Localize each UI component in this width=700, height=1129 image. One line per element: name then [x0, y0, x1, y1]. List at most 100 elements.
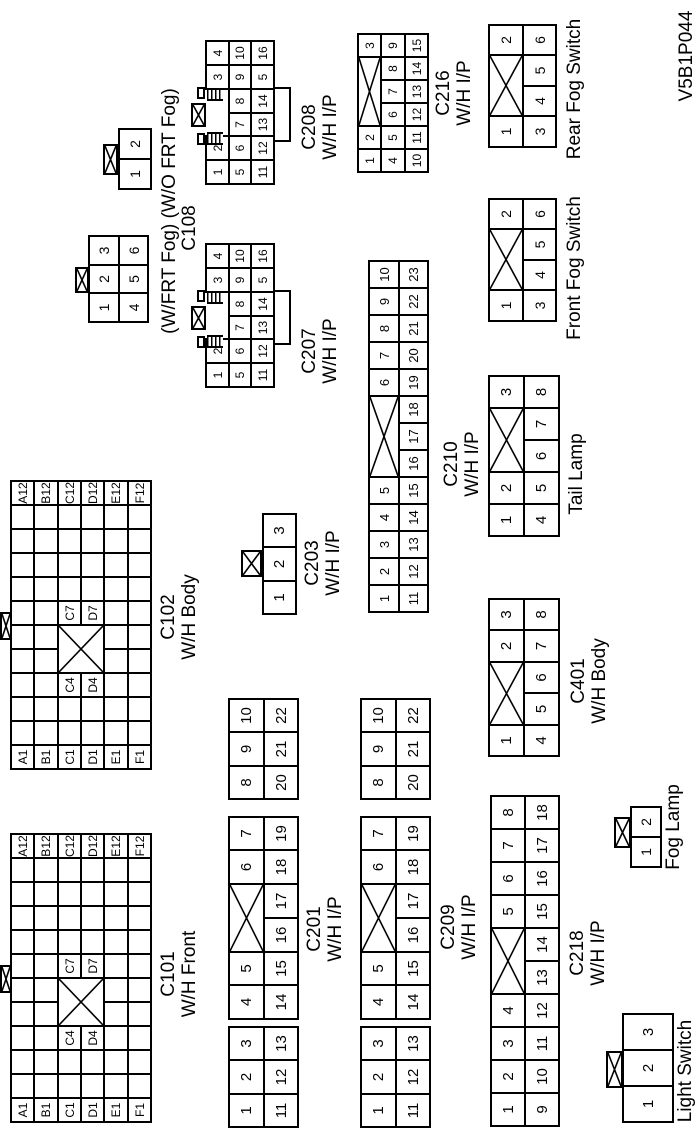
bracket-icon	[273, 87, 291, 142]
pin-cell	[103, 720, 129, 746]
pin-cell: 19	[398, 368, 429, 397]
pin-cell	[80, 576, 105, 602]
blocked-pin-x-icon	[362, 885, 395, 951]
pin-cell	[103, 905, 129, 931]
pin-cell: 9	[228, 64, 252, 90]
pin-cell: 23	[398, 260, 429, 289]
pin-cell	[103, 528, 129, 554]
pin-cell: 3	[522, 115, 557, 148]
pin-cell	[57, 905, 82, 931]
pin-cell: D7	[80, 953, 105, 979]
pin-cell: 8	[360, 765, 397, 800]
clip-hatch-icon	[207, 291, 223, 304]
pin-cell: D7	[80, 600, 105, 626]
pin-cell: 13	[250, 112, 275, 137]
pin-cell: C12	[57, 480, 82, 506]
pin-cell: 17	[524, 828, 560, 863]
pin-cell: 6	[522, 198, 557, 230]
pin-cell: 14	[263, 984, 299, 1020]
pin-cell	[33, 720, 59, 746]
pin-cell: 11	[250, 362, 275, 388]
pin-cell: 4	[118, 292, 149, 323]
pin-cell: 10	[360, 698, 397, 733]
pin-cell: 2	[490, 1059, 526, 1094]
pin-cell	[33, 1001, 59, 1027]
pin-cell	[80, 857, 105, 883]
pin-cell: F12	[127, 480, 152, 506]
pin-cell: F1	[127, 744, 152, 770]
blocked-pin-x-icon	[77, 269, 87, 291]
pin-cell: 5	[522, 54, 557, 87]
blocked-pin-x-icon	[105, 146, 116, 173]
pin-cell	[80, 905, 105, 931]
pin-cell	[10, 1025, 35, 1051]
pin-cell: E12	[103, 833, 129, 859]
pin-cell: 14	[250, 88, 275, 114]
pin-cell	[80, 528, 105, 554]
pin-cell: 15	[524, 894, 560, 929]
label-line: W/H I/P	[588, 920, 609, 986]
label-line: W/H I/P	[459, 894, 480, 960]
clip-hatch-icon	[207, 132, 223, 145]
pin-cell	[103, 672, 129, 698]
label-line: W/H I/P	[454, 60, 475, 126]
blocked-pin-x-icon	[59, 979, 103, 1025]
pin-cell	[57, 1073, 82, 1099]
pin-cell: 4	[205, 243, 230, 269]
pin-cell: 6	[490, 861, 526, 896]
blocked-cell	[368, 395, 400, 478]
pin-cell	[33, 528, 59, 554]
pin-cell	[33, 953, 59, 979]
label-line: W/H I/P	[462, 431, 483, 497]
pin-cell	[10, 504, 35, 530]
pin-cell: 3	[360, 1026, 397, 1061]
pin-cell: 5	[360, 951, 397, 986]
pin-cell: 2	[488, 471, 525, 505]
label-line: C218	[567, 930, 588, 976]
pin-cell: 18	[524, 795, 560, 830]
pin-cell	[127, 552, 152, 578]
pin-cell	[10, 881, 35, 907]
pin-cell: F12	[127, 833, 152, 859]
pin-cell: 5	[250, 267, 275, 293]
pin-cell: 18	[395, 849, 431, 885]
pin-cell	[127, 953, 152, 979]
pin-cell: 4	[380, 148, 406, 173]
pin-cell: 3	[522, 289, 557, 322]
pin-cell	[10, 624, 35, 650]
pin-cell	[10, 929, 35, 955]
pin-cell	[33, 905, 59, 931]
pin-cell: 15	[395, 951, 431, 986]
pin-cell: 5	[523, 692, 560, 726]
pin-cell: 4	[523, 503, 560, 537]
pin-cell	[57, 1049, 82, 1075]
blocked-pin-x-icon	[193, 308, 204, 328]
pin-cell: D4	[80, 672, 105, 698]
pin-cell: 2	[88, 264, 120, 294]
pin-cell	[127, 881, 152, 907]
pin-cell	[127, 1073, 152, 1099]
pin-cell: 22	[398, 287, 429, 316]
pin-cell	[57, 857, 82, 883]
pin-cell	[57, 881, 82, 907]
pin-cell: 2	[622, 1049, 674, 1087]
blocked-pin-x-icon	[2, 967, 10, 991]
pin-cell	[33, 648, 59, 674]
pin-cell: 3	[368, 530, 400, 559]
pin-cell: D1	[80, 1097, 105, 1123]
label-line: W/H Body	[179, 574, 200, 660]
pin-cell: 1	[205, 362, 230, 388]
pin-cell	[127, 528, 152, 554]
blocked-region	[57, 624, 105, 674]
label-line: C209	[438, 904, 459, 950]
blocked-pin-x-icon	[243, 552, 260, 575]
label-line: C201	[304, 906, 325, 952]
pin-cell: 6	[228, 135, 252, 161]
pin-cell: C1	[57, 1097, 82, 1123]
pin-cell: 5	[368, 476, 400, 505]
pin-cell: 9	[524, 1092, 560, 1127]
